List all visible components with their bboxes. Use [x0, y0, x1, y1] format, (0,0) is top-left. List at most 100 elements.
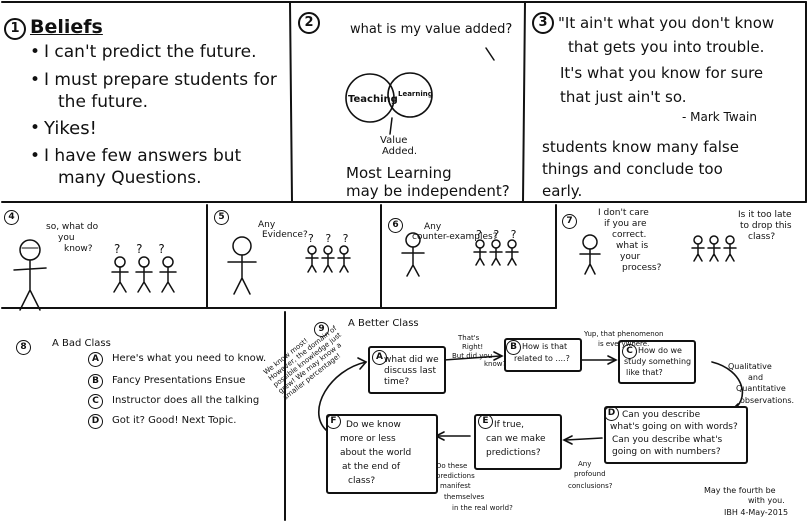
panel-number: 9: [314, 322, 329, 337]
box-text: If true,: [494, 420, 525, 430]
belief-text: many Questions.: [58, 168, 202, 188]
speech-text: what is: [616, 241, 649, 251]
speech-text: to drop this: [740, 221, 792, 231]
bullet-dot: •: [30, 118, 41, 138]
item-letter: B: [88, 374, 103, 389]
speech-text: Is it too late: [738, 210, 792, 220]
panel-footer: Most Learning: [346, 164, 452, 182]
item-text: Got it? Good! Next Topic.: [112, 415, 237, 426]
item-letter: A: [88, 352, 103, 367]
item-text: Fancy Presentations Ensue: [112, 375, 246, 386]
note-text: Quantitative: [736, 384, 786, 393]
quote-author: - Mark Twain: [682, 110, 757, 124]
box-text: class?: [348, 476, 376, 486]
panel-number: 8: [16, 340, 31, 355]
box-letter: E: [478, 414, 493, 429]
box-letter: D: [604, 406, 619, 421]
note-line: things and conclude too: [542, 160, 723, 178]
signoff-text: May the fourth be: [704, 486, 776, 495]
speech-text: so, what do: [46, 222, 99, 232]
speech-text: class?: [748, 232, 776, 242]
speech-text: correct.: [612, 230, 647, 240]
box-letter: C: [622, 344, 637, 359]
student-questions: ? ? ?: [476, 228, 521, 241]
signature: IBH 4-May-2015: [724, 508, 789, 517]
flow-box-f: [326, 414, 438, 494]
panel-number: 7: [562, 214, 577, 229]
item-letter: C: [88, 394, 103, 409]
box-text: what did we: [384, 355, 439, 365]
stick-figures: [13, 232, 737, 311]
note-text: profound: [574, 470, 606, 478]
note-text: observations.: [740, 396, 795, 405]
note-line: early.: [542, 182, 583, 200]
panel-number: 3: [532, 12, 554, 34]
speech-text: Any: [424, 222, 442, 232]
belief-text: the future.: [58, 92, 148, 112]
venn-center-label: Value: [380, 135, 408, 146]
student-questions: ? ? ?: [114, 242, 171, 256]
bullet-dot: •: [30, 70, 41, 90]
note-text: Yup, that phenomenon: [584, 330, 664, 338]
note-text: know?: [484, 360, 507, 368]
panel-title: A Better Class: [348, 318, 419, 329]
panel-number: 1: [4, 18, 26, 40]
speech-text: Any: [258, 220, 276, 230]
note-text: and: [748, 373, 764, 382]
belief-text: Yikes!: [44, 118, 97, 139]
panel-number: 2: [298, 12, 320, 34]
panel-number: 4: [4, 210, 19, 225]
venn-learning-label: Learning: [398, 90, 433, 98]
speech-text: I don't care: [598, 208, 649, 218]
speech-text: know?: [64, 244, 93, 254]
flow-box-d: [604, 406, 748, 464]
box-letter: B: [506, 340, 521, 355]
bullet-dot: •: [30, 42, 41, 62]
speech-text: if you are: [604, 219, 647, 229]
note-text: Any: [578, 460, 592, 468]
belief-text: I must prepare students for: [44, 70, 277, 90]
speech-text: process?: [622, 263, 662, 273]
box-letter: F: [326, 414, 341, 429]
venn-teaching-label: Teaching: [348, 94, 398, 105]
box-text: How is that: [522, 342, 568, 351]
note-text: manifest: [440, 482, 471, 490]
speech-text: Evidence?: [262, 230, 308, 240]
speech-text: your: [620, 252, 641, 262]
box-text: more or less: [340, 434, 396, 444]
value-question: what is my value added?: [350, 22, 513, 37]
box-text: can we make: [486, 434, 546, 444]
note-text: predictions: [436, 472, 475, 480]
item-text: Here's what you need to know.: [112, 353, 267, 364]
panel-footer: may be independent?: [346, 182, 510, 200]
box-text: going on with numbers?: [612, 447, 721, 457]
item-letter: D: [88, 414, 103, 429]
quote-line: that gets you into trouble.: [568, 38, 765, 56]
note-text: themselves: [444, 493, 485, 501]
venn-center-label: Added.: [382, 146, 418, 157]
note-line: students know many false: [542, 138, 739, 156]
note-text: But did you: [452, 352, 493, 360]
speech-text: you: [58, 233, 75, 243]
box-text: predictions?: [486, 448, 541, 458]
box-letter: A: [372, 350, 387, 365]
panel-title: Beliefs: [30, 16, 103, 38]
box-text: Do we know: [346, 420, 401, 430]
note-text: That's: [458, 334, 480, 342]
quote-line: It's what you know for sure: [560, 64, 764, 82]
note-text: Qualitative: [728, 362, 772, 371]
quote-line: that just ain't so.: [560, 88, 687, 106]
signoff-text: with you.: [748, 496, 785, 505]
bullet-dot: •: [30, 146, 41, 166]
box-text: Can you describe: [622, 410, 701, 420]
speech-text: counter-examples?: [412, 232, 498, 242]
box-text: related to ....?: [514, 354, 570, 363]
box-text: discuss last: [384, 366, 437, 376]
note-text: in the real world?: [452, 504, 513, 512]
box-text: How do we: [638, 346, 682, 355]
box-text: time?: [384, 377, 410, 387]
box-text: about the world: [340, 448, 412, 458]
note-text: Do these: [436, 462, 468, 470]
note-text: is everywhere.: [598, 340, 650, 348]
